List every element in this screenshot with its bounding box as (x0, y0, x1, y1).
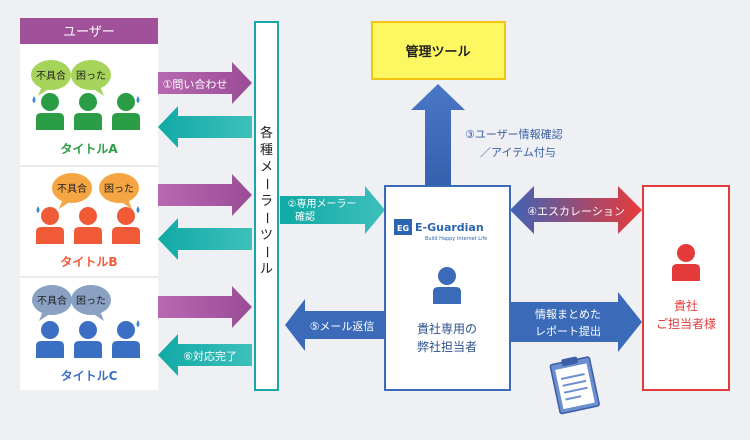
mailer-tools-char: ル (260, 262, 273, 277)
user-group-c: 不具合 困った タイトルC (32, 285, 140, 383)
arrow-report: 情報まとめた レポート提出 (510, 292, 642, 352)
client-label-2: ご担当者様 (656, 316, 716, 331)
arrow-inquiry-c (158, 286, 252, 328)
arrow-resolved: ⑥対応完了 (158, 334, 252, 376)
sweat-drop-icon (136, 96, 140, 103)
sweat-drop-icon (32, 96, 36, 103)
arrow-inquiry: ①問い合わせ (158, 62, 252, 104)
speech-bubble: 不具合 (52, 173, 92, 209)
group-title: タイトルC (61, 369, 118, 383)
arrow-mail-reply-label: ⑤メール返信 (310, 320, 375, 333)
group-title: タイトルA (60, 142, 118, 156)
mailer-tools-char: メ (260, 160, 273, 175)
speech-bubble: 困った (99, 173, 139, 209)
clipboard-icon (549, 356, 600, 415)
arrow-escalation-label: ④エスカレーション (527, 205, 625, 218)
arrow-inquiry-b (158, 174, 252, 216)
svg-text:不具合: 不具合 (57, 182, 87, 195)
speech-bubble: 困った (71, 60, 111, 96)
arrow-mail-reply: ⑤メール返信 (285, 299, 385, 351)
svg-text:②専用メーラー: ②専用メーラー (288, 198, 357, 210)
eguardian-logo: EG E-Guardian Build Happy Internet Life (394, 219, 487, 242)
svg-text:困った: 困った (104, 183, 134, 195)
arrow-resolved-label: ⑥対応完了 (183, 349, 237, 363)
speech-bubble: 困った (71, 285, 111, 321)
user-group-b: 不具合 困った タイトルB (36, 173, 140, 269)
arrow-dedicated-mailer: ②専用メーラー 確認 (280, 186, 385, 234)
eguardian-staff-box: EG E-Guardian Build Happy Internet Life … (384, 185, 511, 391)
svg-text:Build Happy Internet Life: Build Happy Internet Life (425, 236, 487, 242)
center-label-2: 弊社担当者 (417, 339, 477, 354)
arrow-reply-b (158, 218, 252, 260)
svg-text:困った: 困った (76, 70, 106, 82)
arrow-escalation: ④エスカレーション (510, 186, 642, 234)
svg-text:E-Guardian: E-Guardian (415, 221, 484, 234)
mailer-tools-char: 各 (260, 125, 273, 141)
client-label-1: 貴社 (674, 298, 698, 313)
svg-text:確認: 確認 (295, 210, 315, 223)
sweat-drop-icon (136, 206, 140, 213)
svg-text:レポート提出: レポート提出 (535, 324, 601, 338)
speech-bubble: 不具合 (31, 60, 71, 96)
admin-tool-box: 管理ツール (371, 21, 506, 80)
admin-tool-label: 管理ツール (405, 44, 470, 60)
sweat-drop-icon (36, 206, 40, 213)
svg-text:不具合: 不具合 (37, 294, 67, 307)
arrow-inquiry-label: ①問い合わせ (163, 77, 228, 91)
svg-text:不具合: 不具合 (36, 69, 66, 82)
svg-text:／アイテム付与: ／アイテム付与 (480, 146, 556, 159)
svg-text:困った: 困った (76, 295, 106, 307)
mailer-tools-char: ツ (260, 228, 273, 243)
arrow-user-info: ③ユーザー情報確認 ／アイテム付与 (411, 84, 563, 186)
group-title: タイトルB (60, 255, 117, 269)
arrow-user-info-label: ③ユーザー情報確認 (465, 127, 563, 141)
client-box: 貴社 ご担当者様 (642, 185, 730, 391)
mailer-tools-char: 種 (260, 142, 273, 158)
svg-text:EG: EG (397, 224, 409, 233)
mailer-tools-char: ー (259, 177, 274, 190)
arrow-reply-a (158, 106, 252, 148)
mailer-tools-char: ラ (260, 194, 273, 209)
mailer-tools-char: ー (259, 245, 274, 258)
user-group-a: 不具合 困った タイトルA (31, 60, 140, 156)
users-header-label: ユーザー (63, 25, 115, 40)
users-header (20, 18, 158, 44)
sweat-drop-icon (136, 320, 140, 327)
mailer-tools-char: ー (259, 211, 274, 224)
speech-bubble: 不具合 (32, 285, 72, 321)
svg-text:情報まとめた: 情報まとめた (535, 308, 601, 321)
center-label-1: 貴社専用の (417, 321, 477, 336)
